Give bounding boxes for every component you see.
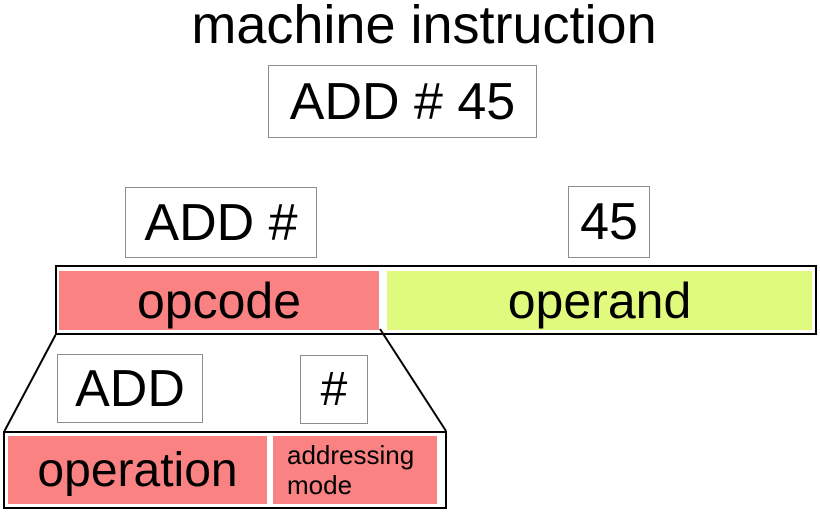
diagram-title: machine instruction bbox=[191, 0, 657, 55]
operation-field: operation bbox=[8, 436, 267, 504]
addressing-value-box: # bbox=[300, 355, 368, 424]
operation-value-box: ADD bbox=[57, 354, 203, 423]
expansion-line-right bbox=[379, 328, 447, 432]
opcode-field: opcode bbox=[59, 271, 379, 330]
addressing-mode-field: addressing mode bbox=[273, 436, 437, 504]
operand-value-box: 45 bbox=[568, 186, 650, 258]
operand-field: operand bbox=[387, 271, 812, 330]
expansion-line-left bbox=[3, 334, 57, 432]
instruction-box: ADD # 45 bbox=[268, 65, 537, 138]
opcode-value-box: ADD # bbox=[125, 187, 317, 258]
opcode-breakdown-bar: operation addressing mode bbox=[3, 431, 447, 509]
instruction-format-bar: opcode operand bbox=[55, 265, 817, 335]
